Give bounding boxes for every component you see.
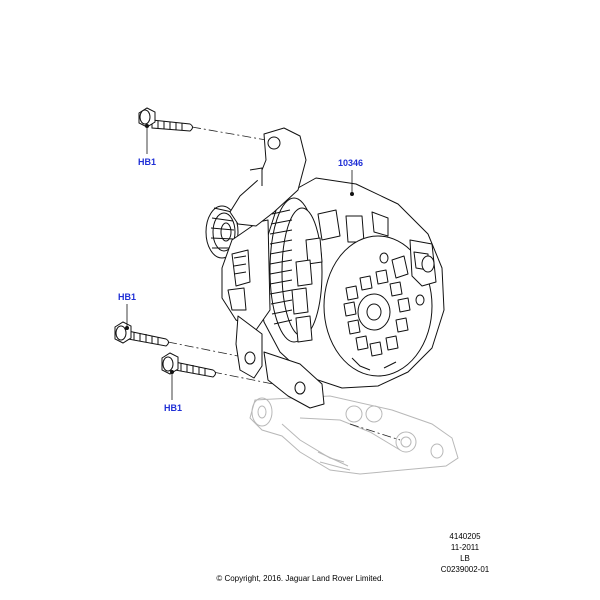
callout-hb1-top: HB1 (138, 157, 156, 167)
mounting-bracket-ghost (249, 395, 459, 475)
bolt-bottom (161, 352, 216, 378)
illustration-number: 4140205 (449, 532, 481, 541)
alternator-10346 (205, 127, 445, 409)
leader-lines (125, 124, 354, 400)
callout-hb1-bottom: HB1 (164, 403, 182, 413)
drawing-code: C0239002-01 (440, 565, 490, 574)
callout-10346: 10346 (338, 158, 363, 168)
bolt-top (138, 107, 193, 132)
copyright-notice: © Copyright, 2016. Jaguar Land Rover Lim… (216, 574, 384, 583)
illustration-date: 11-2011 (450, 543, 480, 552)
callout-hb1-left: HB1 (118, 292, 136, 302)
bolt-left (114, 321, 169, 347)
illustration-variant: LB (460, 554, 470, 563)
